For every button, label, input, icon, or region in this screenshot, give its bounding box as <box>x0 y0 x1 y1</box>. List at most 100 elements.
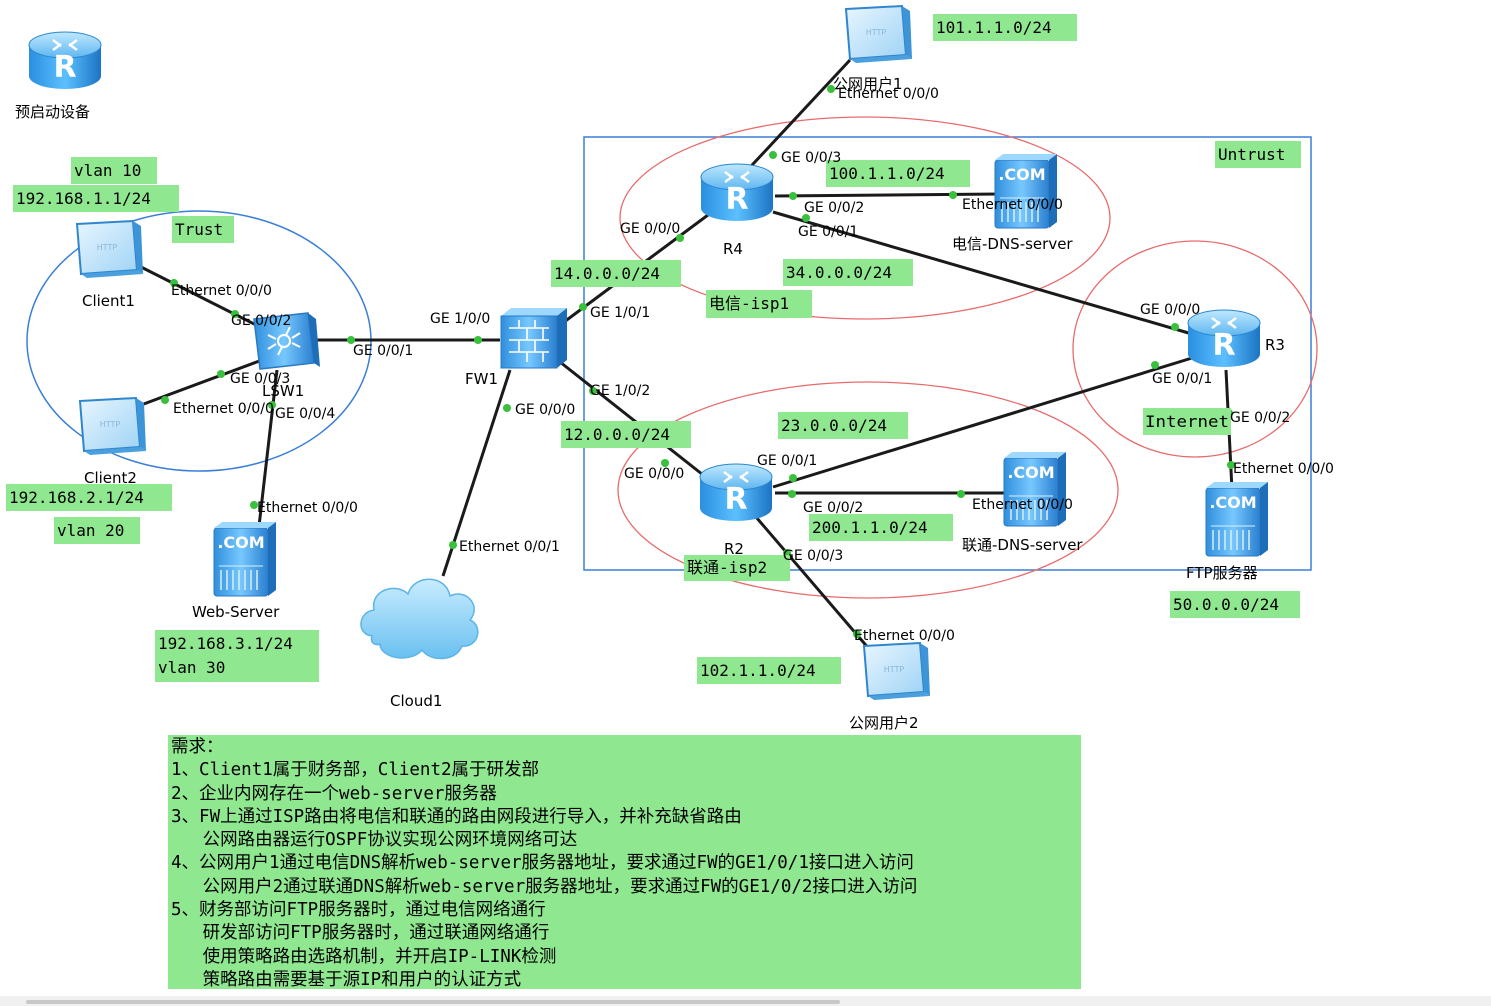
tag-box <box>933 14 1077 41</box>
tag-box <box>1143 408 1231 435</box>
tag-box <box>6 484 172 511</box>
link-client1-lsw1 <box>138 264 267 332</box>
pub-user2-icon[interactable] <box>863 642 931 701</box>
link-r4-pub1 <box>738 58 852 180</box>
ftp-server-label: FTP服务器 <box>1186 564 1258 582</box>
port-label: GE 0/0/3 <box>230 371 290 387</box>
port-label: GE 0/0/1 <box>757 453 817 469</box>
port-label: Ethernet 0/0/1 <box>459 539 560 555</box>
port-dot <box>788 490 796 498</box>
port-label: GE 0/0/3 <box>781 150 841 166</box>
port-label: GE 0/0/0 <box>620 221 680 237</box>
requirement-line: 研发部访问FTP服务器时，通过联通网络通行 <box>171 923 550 944</box>
port-dot <box>1227 461 1235 469</box>
net-192-168-3-tag: 192.168.3.1/24 <box>158 634 293 653</box>
link-client2-lsw1 <box>140 358 263 407</box>
fw1-firewall-icon[interactable] <box>500 308 567 369</box>
tag-box <box>71 157 157 184</box>
tag-boxes <box>6 14 1301 684</box>
port-label: GE 0/0/0 <box>515 402 575 418</box>
untrust-zone-tag: Untrust <box>1218 145 1285 164</box>
r3-label: R3 <box>1265 336 1285 354</box>
r3-router-icon[interactable] <box>1186 308 1262 369</box>
port-dot <box>853 630 861 638</box>
requirement-line: 3、FW上通过ISP路由将电信和联通的路由网段进行导入，并补充缺省路由 <box>171 806 742 827</box>
port-label: GE 1/0/2 <box>590 383 650 399</box>
net-50-tag: 50.0.0.0/24 <box>1173 595 1279 614</box>
tag-box <box>561 421 691 448</box>
isp1-tag: 电信-isp1 <box>709 294 789 313</box>
port-dot <box>827 85 835 93</box>
port-dot <box>347 336 355 344</box>
r2-label: R2 <box>724 540 744 558</box>
requirement-line: 公网路由器运行OSPF协议实现公网环境网络可达 <box>171 830 578 851</box>
tag-box <box>1170 591 1300 618</box>
port-label: GE 0/0/0 <box>624 466 684 482</box>
r4-label: R4 <box>723 240 743 258</box>
port-label: GE 0/0/3 <box>783 548 843 564</box>
net-100-tag: 100.1.1.0/24 <box>829 164 945 183</box>
port-dot <box>503 404 511 412</box>
tag-box <box>697 657 841 684</box>
isp2-zone-ellipse <box>617 381 1119 599</box>
port-label: GE 1/0/0 <box>430 311 490 327</box>
trust-zone-tag: Trust <box>175 220 223 239</box>
port-label: GE 0/0/2 <box>804 200 864 216</box>
port-label: GE 0/0/4 <box>275 406 335 422</box>
port-label: Ethernet 0/0/0 <box>1233 461 1334 477</box>
port-dot <box>957 490 965 498</box>
isp1-zone-ellipse <box>619 116 1111 320</box>
tag-box <box>13 185 179 212</box>
net-102-tag: 102.1.1.0/24 <box>700 661 816 680</box>
dns-telecom-server-icon[interactable] <box>994 153 1058 229</box>
link-r4-r3 <box>772 210 1193 336</box>
port-dot <box>1171 323 1179 331</box>
net-23-tag: 23.0.0.0/24 <box>781 416 887 435</box>
untrust-zone-border <box>583 136 1312 571</box>
port-dot <box>474 336 482 344</box>
port-dot <box>161 396 169 404</box>
port-dot <box>802 214 810 222</box>
tag-box <box>1215 141 1301 168</box>
web-server-icon[interactable] <box>213 521 277 597</box>
r2-router-icon[interactable] <box>698 462 774 523</box>
requirement-line: 策略路由需要基于源IP和用户的认证方式 <box>171 969 522 990</box>
lsw1-switch-icon[interactable] <box>253 312 320 370</box>
port-label: GE 0/0/1 <box>798 224 858 240</box>
client2-icon[interactable] <box>79 397 147 456</box>
pub-user1-icon[interactable] <box>845 5 913 64</box>
net-200-tag: 200.1.1.0/24 <box>812 518 928 537</box>
net-101-tag: 101.1.1.0/24 <box>936 18 1052 37</box>
port-label: Ethernet 0/0/0 <box>257 500 358 516</box>
requirements-panel: 需求： 1、Client1属于财务部，Client2属于研发部 2、企业内网存在… <box>168 735 1081 990</box>
requirement-line: 需求： <box>171 737 224 757</box>
dns-unicom-server-icon[interactable] <box>1003 451 1067 527</box>
port-dot <box>250 501 258 509</box>
port-label: GE 0/0/1 <box>353 343 413 359</box>
client1-label: Client1 <box>82 292 135 310</box>
link-r2-pub2 <box>748 509 872 651</box>
port-dot <box>268 401 276 409</box>
cloud1-icon[interactable] <box>360 578 479 660</box>
ftp-server-icon[interactable] <box>1205 481 1269 557</box>
net-34-tag: 34.0.0.0/24 <box>786 263 892 282</box>
web-server-label: Web-Server <box>192 603 280 621</box>
pub-user1-label: 公网用户1 <box>833 75 903 93</box>
net-192-168-2-tag: 192.168.2.1/24 <box>9 488 144 507</box>
tag-box <box>172 216 234 243</box>
requirement-line: 1、Client1属于财务部，Client2属于研发部 <box>171 760 540 781</box>
net-192-168-1-tag: 192.168.1.1/24 <box>16 189 151 208</box>
port-dot <box>676 234 684 242</box>
scrollbar-thumb[interactable] <box>26 1000 840 1004</box>
port-dot <box>217 370 225 378</box>
port-dot <box>789 474 797 482</box>
tag-box <box>778 412 908 439</box>
tag-box <box>551 260 681 287</box>
tag-box <box>783 259 913 286</box>
net-14-tag: 14.0.0.0/24 <box>554 264 660 283</box>
client1-icon[interactable] <box>76 220 144 279</box>
r4-router-icon[interactable] <box>699 162 775 223</box>
port-dot <box>589 387 597 395</box>
